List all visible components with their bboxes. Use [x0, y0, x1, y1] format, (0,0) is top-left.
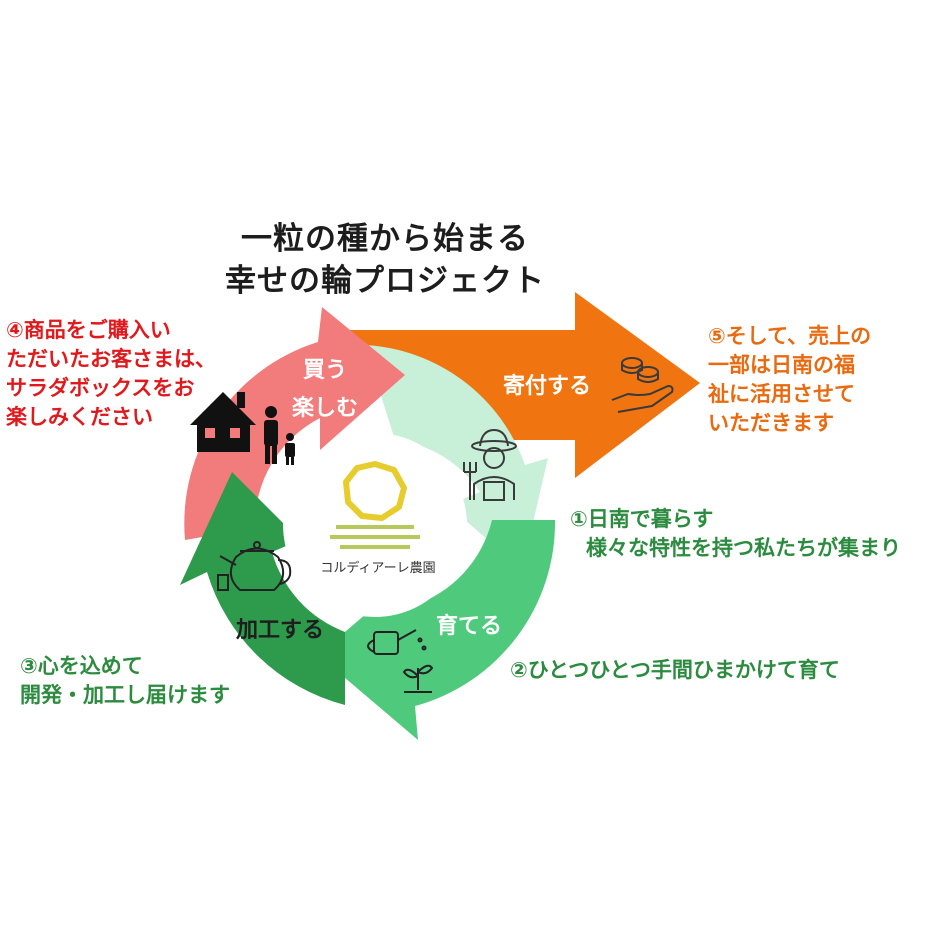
step3-line-2: 開発・加工し届けます: [20, 683, 230, 707]
family-icon: [264, 406, 295, 465]
donate-arrow: [345, 292, 700, 478]
teapot-icon: [217, 541, 292, 591]
cycle-label-buy: 買う 楽しむ: [292, 352, 358, 428]
sprout-icon: [402, 664, 434, 693]
cycle-segment-process: [180, 472, 345, 705]
farmer-icon: [463, 428, 517, 501]
sun-logo-icon: [330, 461, 420, 549]
cycle-segment-gather: [365, 345, 548, 570]
cycle-label-buy-line-2: 楽しむ: [292, 396, 359, 421]
step2-note: ②ひとつひとつ手間ひまかけて育て: [510, 656, 840, 685]
cycle-label-donate: 寄付する: [503, 374, 592, 399]
step4-line-1: ④商品をご購入い: [6, 318, 171, 342]
step5-line-1: ⑤そして、売上の: [708, 324, 872, 348]
cycle-label-grow: 育てる: [436, 614, 503, 639]
step4-line-3: サラダボックスをお: [6, 376, 195, 400]
cycle-segment-grow: [318, 520, 556, 740]
step1-line-1: ①日南で暮らす: [570, 507, 714, 531]
cycle-label-buy-line-1: 買う: [303, 358, 348, 383]
step5-line-4: いただきます: [708, 411, 834, 435]
cycle-label-process: 加工する: [236, 618, 325, 643]
title-line-2: 幸せの輪プロジェクト: [225, 263, 545, 299]
step5-note: ⑤そして、売上の 一部は日南の福 祉に活用させて いただきます: [708, 322, 871, 438]
step4-line-2: ただいたお客さまは、: [6, 347, 216, 371]
title-line-1: 一粒の種から始まる: [241, 221, 529, 257]
step1-line-2: 様々な特性を持つ私たちが集まり: [586, 536, 901, 560]
house-icon: [190, 392, 256, 452]
step3-line-1: ③心を込めて: [20, 654, 143, 678]
step5-line-2: 一部は日南の福: [708, 353, 855, 377]
step4-note: ④商品をご購入い ただいたお客さまは、 サラダボックスをお 楽しみください: [6, 316, 216, 432]
step4-line-4: 楽しみください: [6, 405, 153, 429]
watering-can-icon: [367, 629, 427, 655]
logo-name: コルディアーレ農園: [320, 561, 436, 576]
coins-hand-icon: [611, 357, 674, 413]
step2-line-1: ②ひとつひとつ手間ひまかけて育て: [510, 658, 840, 682]
step1-note: ①日南で暮らす 様々な特性を持つ私たちが集まり: [570, 505, 901, 563]
step3-note: ③心を込めて 開発・加工し届けます: [20, 652, 230, 710]
step5-line-3: 祉に活用させて: [708, 382, 855, 406]
